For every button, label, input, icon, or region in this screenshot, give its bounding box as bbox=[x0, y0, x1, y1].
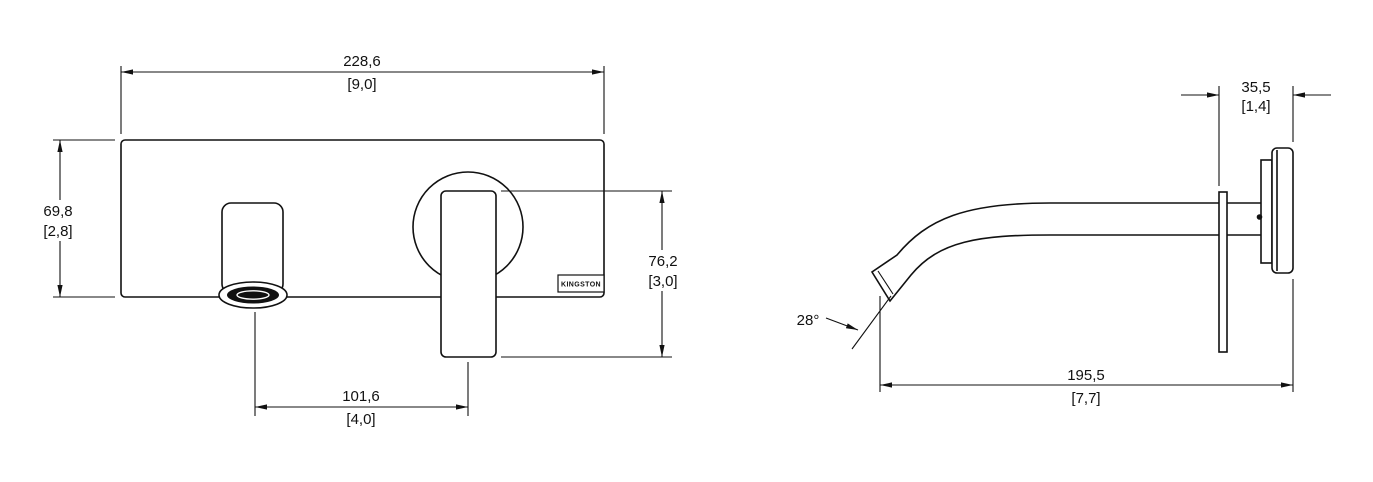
brand-label: KINGSTON bbox=[561, 282, 601, 289]
dim-handle-height: 76,2 [3,0] bbox=[501, 190, 692, 358]
handle-lever bbox=[440, 190, 497, 358]
dim-handle-height-mm: 76,2 bbox=[648, 253, 677, 270]
dim-handle-height-in: [3,0] bbox=[648, 273, 677, 290]
dim-side-depth: 35,5 [1,4] bbox=[1181, 79, 1331, 186]
backplate bbox=[120, 139, 605, 298]
dim-center-spacing: 101,6 [4,0] bbox=[254, 312, 469, 428]
dim-front-width-in: [9,0] bbox=[347, 76, 376, 93]
dim-front-width-mm: 228,6 bbox=[343, 53, 381, 70]
dim-front-height: 69,8 [2,8] bbox=[29, 139, 115, 298]
spout-tip-detail bbox=[877, 270, 894, 295]
front-view: KINGSTON 228,6 [9,0] 69,8 [2,8] bbox=[29, 53, 692, 428]
spout-outlet bbox=[218, 281, 288, 309]
dim-spout-reach: 195,5 [7,7] bbox=[879, 279, 1294, 407]
angle-annotation: 28° bbox=[797, 295, 892, 350]
dim-spout-reach-in: [7,7] bbox=[1071, 390, 1100, 407]
spout-escutcheon bbox=[221, 202, 284, 294]
set-screw-dot bbox=[1256, 214, 1263, 220]
spout-side-profile bbox=[870, 202, 1273, 303]
dim-side-depth-in: [1,4] bbox=[1241, 98, 1270, 115]
dim-side-depth-mm: 35,5 bbox=[1241, 79, 1270, 96]
wall-escutcheon-side bbox=[1256, 147, 1294, 274]
dim-front-width: 228,6 [9,0] bbox=[120, 53, 605, 134]
side-view: 35,5 [1,4] 195,5 [7,7] 28° bbox=[797, 79, 1331, 407]
dim-center-spacing-in: [4,0] bbox=[346, 411, 375, 428]
dim-front-height-mm: 69,8 bbox=[43, 203, 72, 220]
dim-front-height-in: [2,8] bbox=[43, 223, 72, 240]
brand-logo: KINGSTON bbox=[557, 274, 605, 293]
dim-center-spacing-mm: 101,6 bbox=[342, 388, 380, 405]
handle-side-profile bbox=[1218, 191, 1228, 353]
dim-spout-reach-mm: 195,5 bbox=[1067, 367, 1105, 384]
spout-angle-label: 28° bbox=[797, 312, 820, 329]
